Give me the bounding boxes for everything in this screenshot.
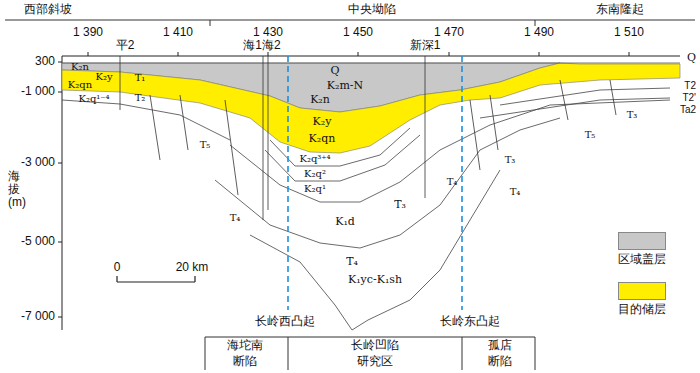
unit-bracket	[205, 337, 535, 370]
surface-line	[62, 63, 680, 64]
formation-label: K₂y	[95, 71, 112, 83]
unit-label: 断陷	[233, 355, 257, 369]
study-area-boundary	[288, 56, 462, 310]
formation-label: K₂q³⁺⁴	[299, 153, 330, 165]
formation-label: K₁d	[335, 216, 355, 229]
horizon-label: T₄	[346, 256, 358, 269]
fault-lines	[120, 56, 616, 220]
well-name: 平2	[116, 39, 135, 53]
region-label: 西部斜坡	[24, 3, 72, 17]
horizon-label: T₂	[135, 92, 146, 104]
horizon-label: Ta2	[680, 104, 696, 116]
formation-label: K₂q²	[304, 168, 326, 180]
axis-tick: 1 490	[524, 26, 554, 40]
legend-label: 目的储层	[618, 303, 666, 317]
formation-label: Q	[687, 52, 696, 65]
horizon-label: T₃	[394, 199, 406, 212]
well-name: 海1海2	[243, 39, 280, 53]
legend-swatch	[618, 232, 666, 250]
scale-bar	[117, 276, 195, 282]
axis-tick: 300	[35, 55, 55, 69]
axis-tick: 1 450	[343, 26, 373, 40]
reservoir-layer	[62, 63, 680, 153]
horizon-label: T₄	[447, 176, 458, 188]
horizon-label: T₄	[230, 212, 241, 224]
axis-tick: 1 510	[614, 26, 644, 40]
scale-label: 20 km	[176, 261, 209, 275]
unit-label: 研究区	[357, 355, 393, 369]
formation-label: K₂qn	[68, 79, 92, 91]
scale-label: 0	[114, 261, 121, 275]
axis-tick: 1 430	[253, 26, 283, 40]
formation-label: K₂q¹	[304, 183, 326, 195]
horizon-label: T₃	[505, 154, 516, 166]
axis-tick: -7 000	[21, 310, 55, 324]
region-label: 中央坳陷	[348, 3, 396, 17]
unit-label: 长岭凹陷	[351, 339, 399, 353]
horizon-label: T2'	[682, 92, 696, 104]
axis-title: 海拔(m)	[8, 170, 20, 210]
horizon-label: T₄	[510, 186, 521, 198]
unit-label: 长岭西凸起	[255, 315, 315, 329]
well-name: 新深1	[410, 39, 441, 53]
region-bracket	[5, 20, 695, 26]
unit-label: 长岭东凸起	[440, 315, 500, 329]
formation-label: K₂y	[313, 116, 332, 129]
horizon-label: T₁	[135, 72, 146, 84]
horizon-label: T2	[684, 80, 696, 92]
formation-label: K₁yc-K₁sh	[348, 274, 402, 287]
legend-swatch	[618, 282, 666, 300]
horizon-label: T₃	[627, 109, 638, 121]
region-label: 东南隆起	[596, 3, 644, 17]
horizon-label: T₅	[200, 139, 211, 151]
formation-label: K₂m-N	[327, 80, 363, 93]
horizon-lines	[62, 88, 670, 330]
axis-tick: 1 390	[73, 26, 103, 40]
formation-label: K₂n	[71, 61, 89, 73]
formation-label: K₂qn	[309, 133, 336, 146]
axis-tick: 1 410	[163, 26, 193, 40]
legend-label: 区域盖层	[618, 253, 666, 267]
unit-label: 孤店	[488, 339, 512, 353]
formation-label: K₂n	[310, 94, 330, 107]
axis-tick: -5 000	[21, 235, 55, 249]
axis-tick: -3 000	[21, 156, 55, 170]
horizon-label: T₅	[585, 129, 596, 141]
axis-tick: -1 000	[21, 85, 55, 99]
formation-label: Q	[330, 65, 339, 78]
axis-tick: 1 470	[434, 26, 464, 40]
axis-frame	[58, 52, 680, 330]
unit-label: 断陷	[488, 355, 512, 369]
unit-label: 海坨南	[227, 339, 263, 353]
formation-label: K₂q¹⁻⁴	[78, 93, 109, 105]
